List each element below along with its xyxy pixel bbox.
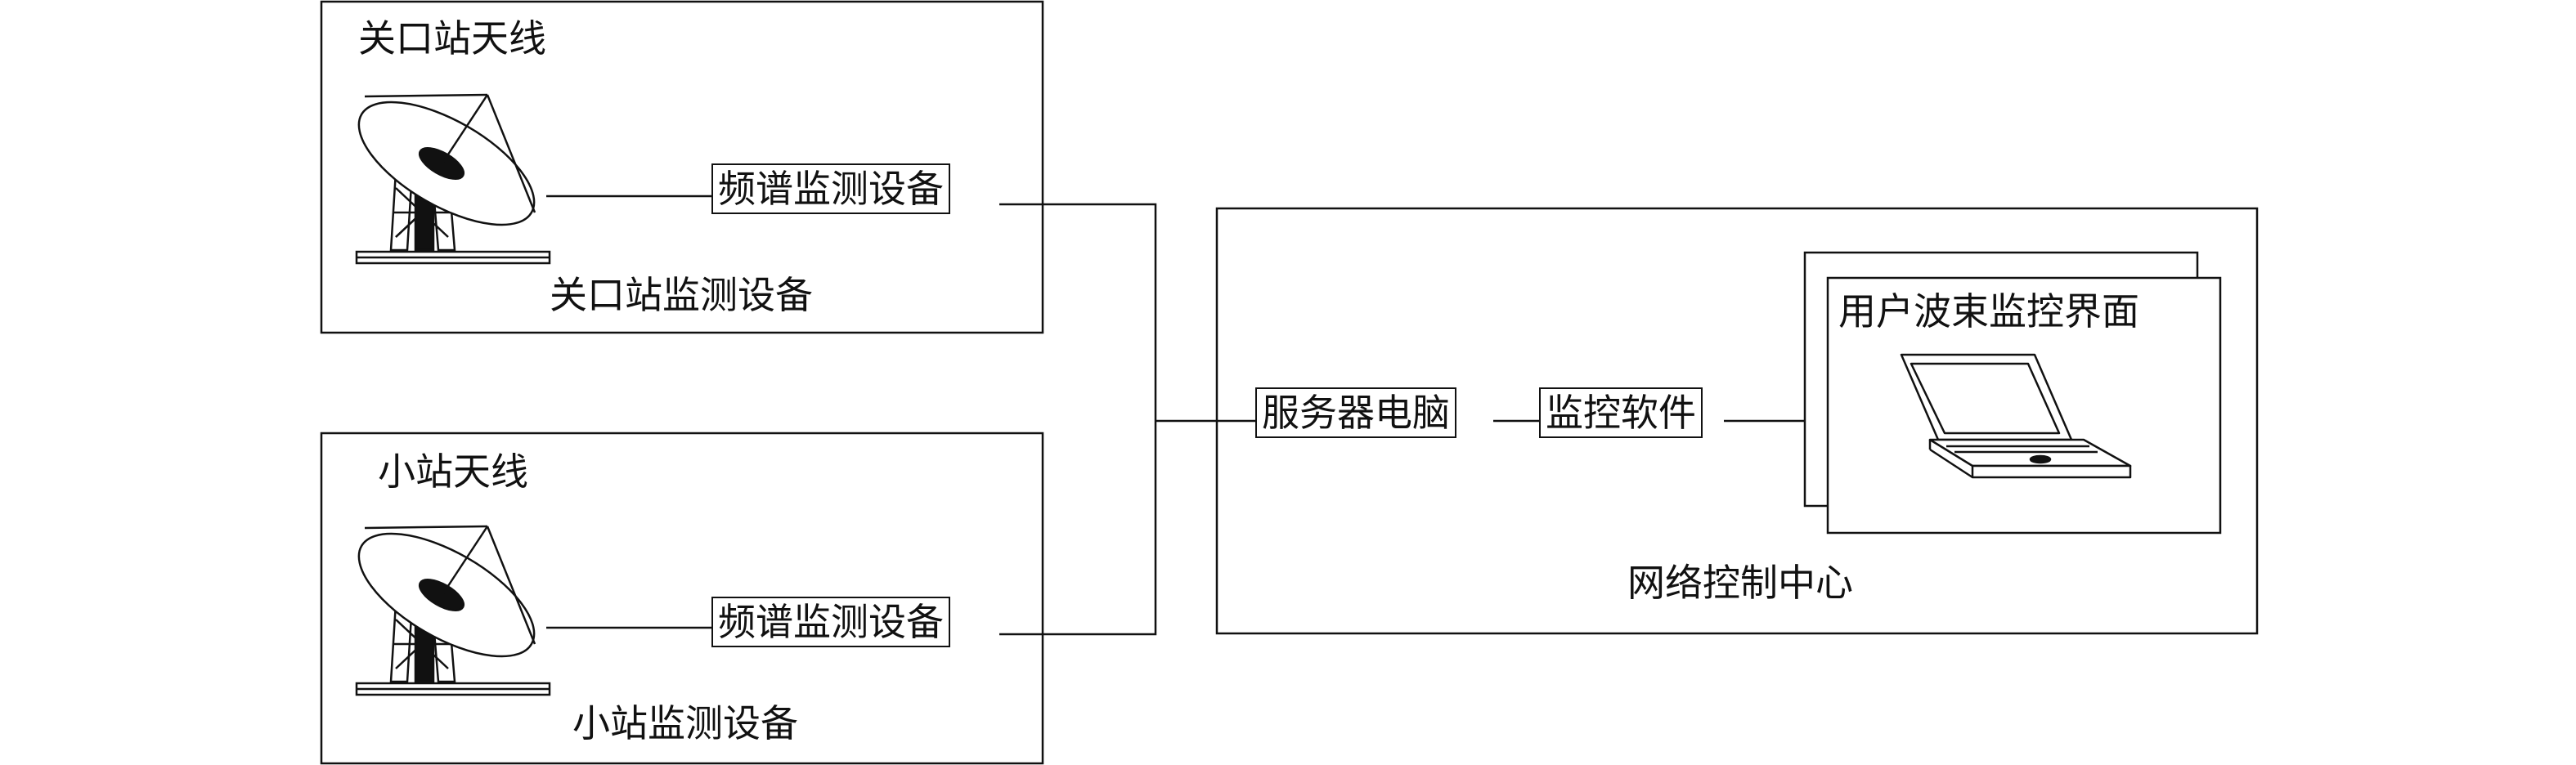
gateway-antenna-label: 关口站天线 — [358, 16, 546, 60]
gateway-device-to-bus-line — [999, 203, 1157, 421]
small-station-spectrum-device: 频谱监测设备 — [711, 597, 950, 647]
small-station-group-label: 小站监测设备 — [572, 701, 798, 745]
monitoring-software-box: 监控软件 — [1539, 387, 1703, 438]
small-device-to-bus-line — [999, 421, 1157, 636]
satellite-dish-icon — [355, 93, 551, 265]
small-station-group-box — [320, 432, 1044, 765]
ncc-group-label: 网络控制中心 — [1627, 561, 1853, 605]
gateway-spectrum-device: 频谱监测设备 — [711, 163, 950, 214]
server-computer-box: 服务器电脑 — [1255, 387, 1456, 438]
satellite-dish-icon — [355, 525, 551, 696]
small-station-antenna-label: 小站天线 — [378, 450, 528, 494]
gateway-group-label: 关口站监测设备 — [550, 273, 813, 317]
gateway-group-box — [320, 0, 1044, 334]
laptop-icon — [1900, 353, 2132, 479]
ui-window-title: 用户波束监控界面 — [1838, 289, 2139, 333]
